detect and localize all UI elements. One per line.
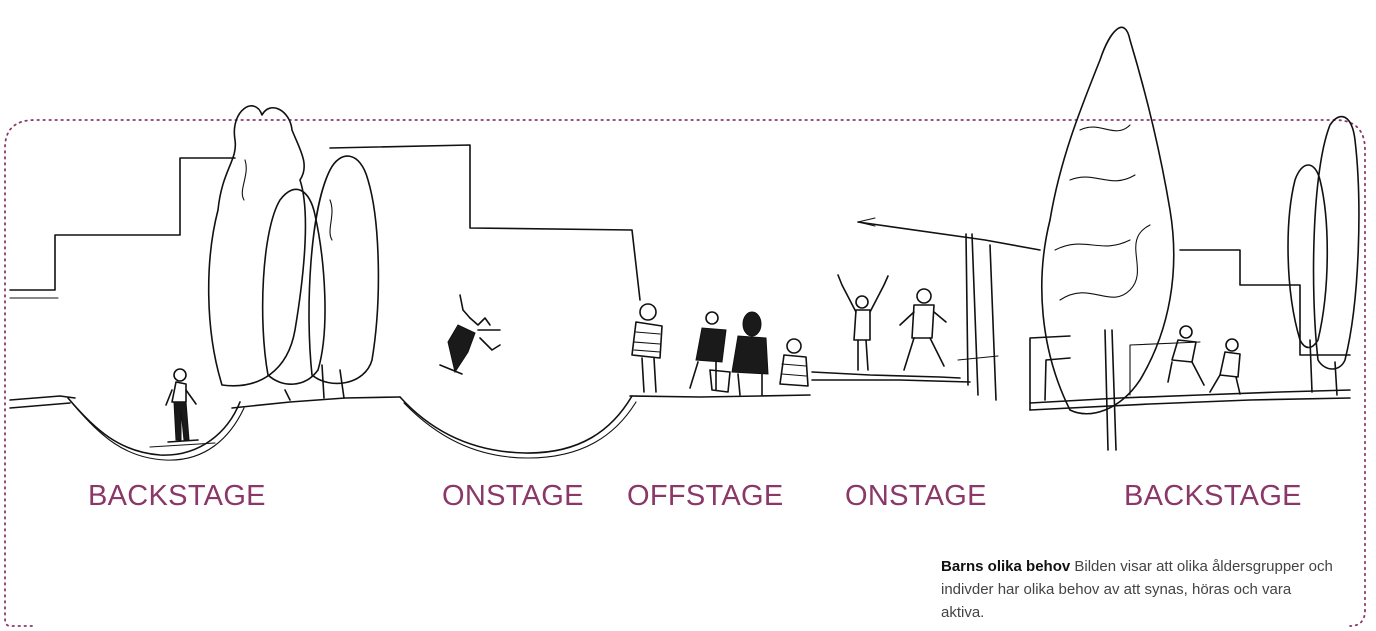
zone-label-backstage-left: BACKSTAGE <box>88 480 266 512</box>
zone-label-backstage-right: BACKSTAGE <box>1124 480 1302 512</box>
trees-far-right <box>1287 115 1360 396</box>
offstage-group <box>631 303 809 396</box>
tree-large-right <box>1041 26 1175 451</box>
buildings-right <box>1029 249 1351 411</box>
backstage-right-figures <box>1167 325 1241 395</box>
bowl-left <box>67 397 245 461</box>
zone-label-onstage-right: ONSTAGE <box>845 480 987 512</box>
onstage-figures <box>837 274 947 371</box>
bowl-middle <box>399 395 637 459</box>
buildings-left <box>9 144 641 301</box>
zone-label-onstage-left: ONSTAGE <box>442 480 584 512</box>
skater-figure <box>165 368 199 443</box>
zone-label-offstage: OFFSTAGE <box>627 480 784 512</box>
caption-text: Bilden visar att olika åldersgrupper och… <box>941 558 1333 621</box>
caption-title: Barns olika behov <box>941 558 1071 575</box>
dotted-frame <box>4 119 1366 627</box>
tree-cluster-left <box>207 105 380 401</box>
poles-structure <box>857 217 1041 401</box>
jumping-figure <box>439 294 501 375</box>
ground-lines <box>9 371 1351 411</box>
caption: Barns olika behov Bilden visar att olika… <box>941 555 1336 624</box>
